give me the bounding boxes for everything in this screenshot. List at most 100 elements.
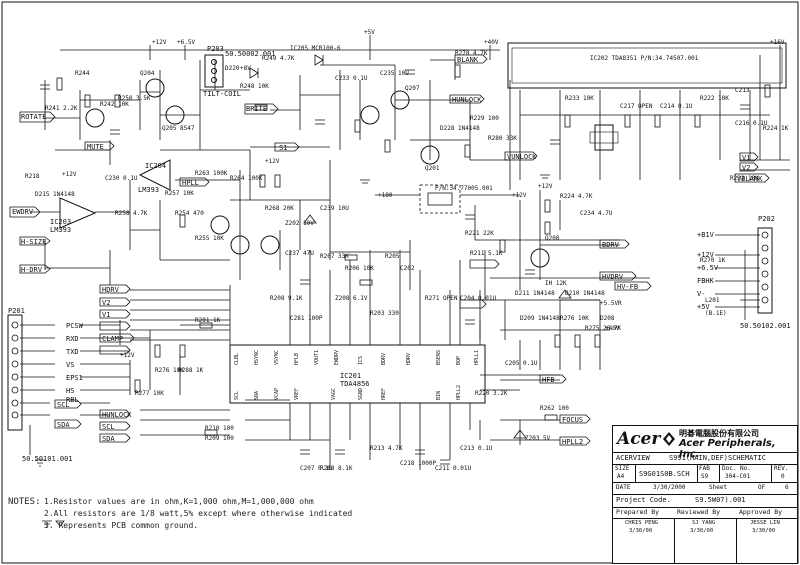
ground-symbol-icon bbox=[42, 520, 65, 528]
svg-text:VAGC: VAGC bbox=[331, 388, 337, 400]
project-name: ACERVIEW bbox=[616, 454, 650, 462]
svg-text:SDA: SDA bbox=[254, 391, 260, 400]
signal-brite: BRITE bbox=[246, 105, 268, 113]
svg-text:R254 470: R254 470 bbox=[175, 210, 204, 217]
svg-text:C235 10U: C235 10U bbox=[380, 70, 409, 77]
svg-text:R213 4.7K: R213 4.7K bbox=[370, 445, 403, 452]
rev-value: 0 bbox=[781, 473, 785, 480]
ic204-part: LM393 bbox=[138, 186, 160, 194]
svg-text:R262 100: R262 100 bbox=[540, 405, 569, 412]
signal-s1: S1 bbox=[279, 144, 288, 152]
signal-h-size: H-SIZE bbox=[21, 238, 47, 246]
svg-text:C202: C202 bbox=[400, 265, 415, 272]
svg-text:HPLL1: HPLL1 bbox=[474, 350, 480, 365]
p202-pin-12v: +12V bbox=[697, 251, 714, 259]
svg-text:C207 0.1U: C207 0.1U bbox=[300, 465, 333, 472]
p203-part: 50.50002.001 bbox=[225, 50, 276, 58]
svg-text:+40V: +40V bbox=[605, 325, 620, 332]
size-label: SIZE bbox=[615, 465, 630, 472]
svg-text:VOUT1: VOUT1 bbox=[314, 350, 320, 365]
date-value: 3/30/2000 bbox=[653, 484, 686, 491]
svg-text:C237 47U: C237 47U bbox=[285, 250, 314, 257]
reviewed-date: 3/30/00 bbox=[690, 528, 714, 534]
svg-text:R233 10K: R233 10K bbox=[565, 95, 594, 102]
p202-pin-vminus: V- bbox=[697, 290, 706, 298]
signal-sda: SDA bbox=[57, 421, 70, 429]
fab-label: FAB bbox=[699, 465, 710, 472]
svg-text:R288 1K: R288 1K bbox=[178, 367, 204, 374]
crystal-component bbox=[589, 124, 619, 151]
ic201-part: TDA4856 bbox=[340, 380, 370, 388]
connector-p202 bbox=[757, 227, 773, 314]
svg-text:R276 10K: R276 10K bbox=[560, 315, 589, 322]
svg-text:R248 10K: R248 10K bbox=[240, 83, 269, 90]
svg-text:R222 10K: R222 10K bbox=[700, 95, 729, 102]
svg-text:HFLB: HFLB bbox=[294, 353, 300, 365]
acer-emblem-icon bbox=[663, 431, 675, 446]
svg-text:D211 1N4148: D211 1N4148 bbox=[515, 290, 555, 297]
svg-text:+16V: +16V bbox=[770, 39, 785, 46]
svg-text:Z208 6.1V: Z208 6.1V bbox=[335, 295, 368, 302]
svg-text:R278 4.7K: R278 4.7K bbox=[455, 50, 488, 57]
signal-vunlock: VUNLOCK bbox=[507, 153, 537, 161]
svg-text:R264 100K: R264 100K bbox=[230, 175, 263, 182]
svg-text:HDRV: HDRV bbox=[406, 353, 412, 365]
svg-text:C211 0.01U: C211 0.01U bbox=[435, 465, 472, 472]
svg-text:+8V: +8V bbox=[240, 65, 251, 72]
svg-text:C204 0.01U: C204 0.01U bbox=[460, 295, 497, 302]
reviewed-name: SJ YANG bbox=[692, 520, 716, 526]
svg-text:R229 100: R229 100 bbox=[470, 115, 499, 122]
prepared-label: Prepared By bbox=[616, 508, 660, 516]
svg-text:(B.1E): (B.1E) bbox=[705, 310, 727, 317]
svg-text:R277 10K: R277 10K bbox=[135, 390, 164, 397]
svg-text:R207 33K: R207 33K bbox=[320, 253, 349, 260]
svg-text:R263 100K: R263 100K bbox=[195, 170, 228, 177]
signal-flags bbox=[9, 54, 770, 446]
rev-label: REV. bbox=[774, 465, 789, 472]
svg-text:R258 4.7K: R258 4.7K bbox=[115, 210, 148, 217]
svg-text:R255 10K: R255 10K bbox=[195, 235, 224, 242]
transistors bbox=[85, 78, 550, 268]
svg-text:C281 100P: C281 100P bbox=[290, 315, 323, 322]
svg-text:R232 10K: R232 10K bbox=[730, 175, 759, 182]
signal-h-drv: H-DRV bbox=[21, 266, 43, 274]
svg-text:R206 10K: R206 10K bbox=[345, 265, 374, 272]
file-cell: S9G01S0B.SCH bbox=[635, 464, 698, 482]
prepared-date: 3/30/00 bbox=[629, 528, 653, 534]
svg-text:IH 12K: IH 12K bbox=[545, 280, 567, 287]
p201-ref: P201 bbox=[8, 307, 25, 315]
svg-text:Z203 5V: Z203 5V bbox=[525, 435, 551, 442]
docno-value: 304-C01 bbox=[725, 473, 751, 480]
svg-text:P/N:34.77005.001: P/N:34.77005.001 bbox=[435, 185, 493, 192]
svg-text:BDRV: BDRV bbox=[381, 353, 387, 365]
ic203-part: LM393 bbox=[50, 226, 72, 234]
signal-hvdrv: HVDRV bbox=[602, 273, 624, 281]
p201-pin-hs: HS bbox=[66, 387, 75, 395]
p201-part: 50.50101.001 bbox=[22, 455, 73, 463]
svg-text:C205 0.1U: C205 0.1U bbox=[505, 360, 538, 367]
title-row-date: DATE 3/30/2000 Sheet OF 6 bbox=[613, 482, 797, 495]
svg-text:ICS: ICS bbox=[358, 356, 364, 365]
svg-text:R280 33K: R280 33K bbox=[488, 135, 517, 142]
approved-cell: JESSE LIN 3/30/00 bbox=[736, 518, 797, 563]
svg-text:EWDRV: EWDRV bbox=[334, 350, 340, 365]
svg-text:R276 10K: R276 10K bbox=[155, 367, 184, 374]
svg-text:R270 1K: R270 1K bbox=[700, 257, 726, 264]
signal-hv-fb: HV-FB bbox=[617, 283, 639, 291]
svg-text:IC205 MCR100-6: IC205 MCR100-6 bbox=[290, 45, 341, 52]
svg-text:R242 10K: R242 10K bbox=[100, 101, 129, 108]
svg-text:R249 4.7K: R249 4.7K bbox=[262, 55, 295, 62]
ic202-body bbox=[507, 42, 787, 89]
signal-vblank: VBLANK bbox=[737, 175, 763, 183]
svg-text:+5.5VR: +5.5VR bbox=[600, 300, 622, 307]
title-logo-row: Acer 明碁電腦股份有限公司 Acer Peripherals, Inc. bbox=[613, 426, 797, 460]
p201-pin-pcsw: PCSW bbox=[66, 322, 83, 330]
svg-text:R203 330: R203 330 bbox=[370, 310, 399, 317]
fab-value: S9 bbox=[701, 473, 709, 480]
ic203-opamp bbox=[59, 197, 97, 229]
svg-text:SGND: SGND bbox=[358, 388, 364, 400]
signal-hpll: HPLL bbox=[182, 179, 199, 187]
title-row-approvals: Prepared By Reviewed By Approved By bbox=[613, 507, 797, 519]
